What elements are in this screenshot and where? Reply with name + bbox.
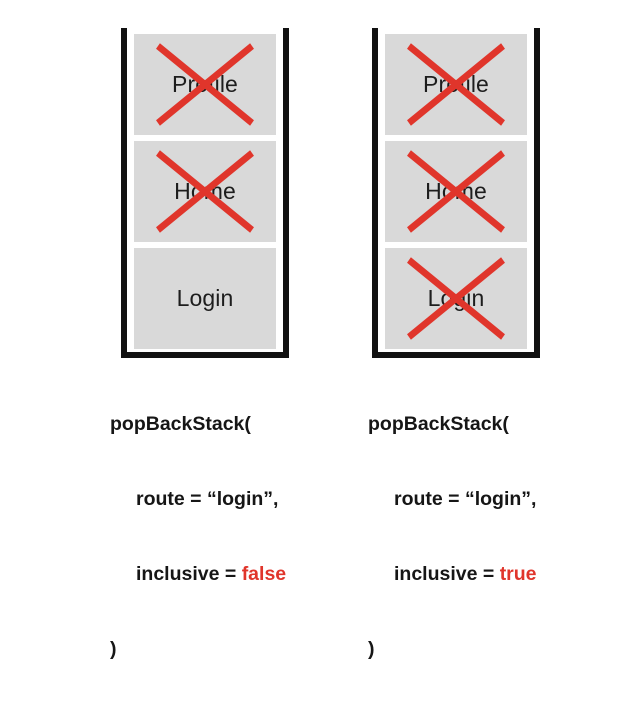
card-label: Login <box>427 285 485 311</box>
caption-line-close: ) <box>110 638 117 660</box>
caption-inclusive-value: false <box>241 563 287 585</box>
back-stack-card-list-false: Profile Home Login <box>134 28 276 352</box>
back-stack-card-profile: Profile <box>134 34 276 135</box>
card-label: Home <box>425 178 487 204</box>
back-stack-card-login: Login <box>385 248 527 349</box>
back-stack-card-home: Home <box>385 141 527 242</box>
back-stack-card-profile: Profile <box>385 34 527 135</box>
caption-line-close: ) <box>368 638 375 660</box>
caption-line-route: route = “login”, <box>394 488 537 510</box>
caption-inclusive-prefix: inclusive = <box>394 563 500 585</box>
card-label: Profile <box>172 71 238 97</box>
caption-inclusive-false: popBackStack( route = “login”, inclusive… <box>110 362 286 712</box>
back-stack-card-list-true: Profile Home Login <box>385 28 527 352</box>
caption-inclusive-value: true <box>499 563 537 585</box>
back-stack-panel-inclusive-false: Profile Home Login <box>121 28 289 358</box>
back-stack-card-home: Home <box>134 141 276 242</box>
caption-inclusive-prefix: inclusive = <box>136 563 242 585</box>
caption-line-route: route = “login”, <box>136 488 279 510</box>
card-label: Profile <box>423 71 489 97</box>
caption-line-inclusive: inclusive = false <box>110 562 286 587</box>
caption-inclusive-true: popBackStack( route = “login”, inclusive… <box>368 362 537 712</box>
back-stack-panel-inclusive-true: Profile Home Login <box>372 28 540 358</box>
card-label: Login <box>176 285 234 311</box>
caption-line-call: popBackStack( <box>110 413 251 435</box>
back-stack-card-login: Login <box>134 248 276 349</box>
caption-line-call: popBackStack( <box>368 413 509 435</box>
navigation-backstack-diagram: Profile Home Login <box>110 28 540 660</box>
card-label: Home <box>174 178 236 204</box>
caption-line-inclusive: inclusive = true <box>368 562 537 587</box>
